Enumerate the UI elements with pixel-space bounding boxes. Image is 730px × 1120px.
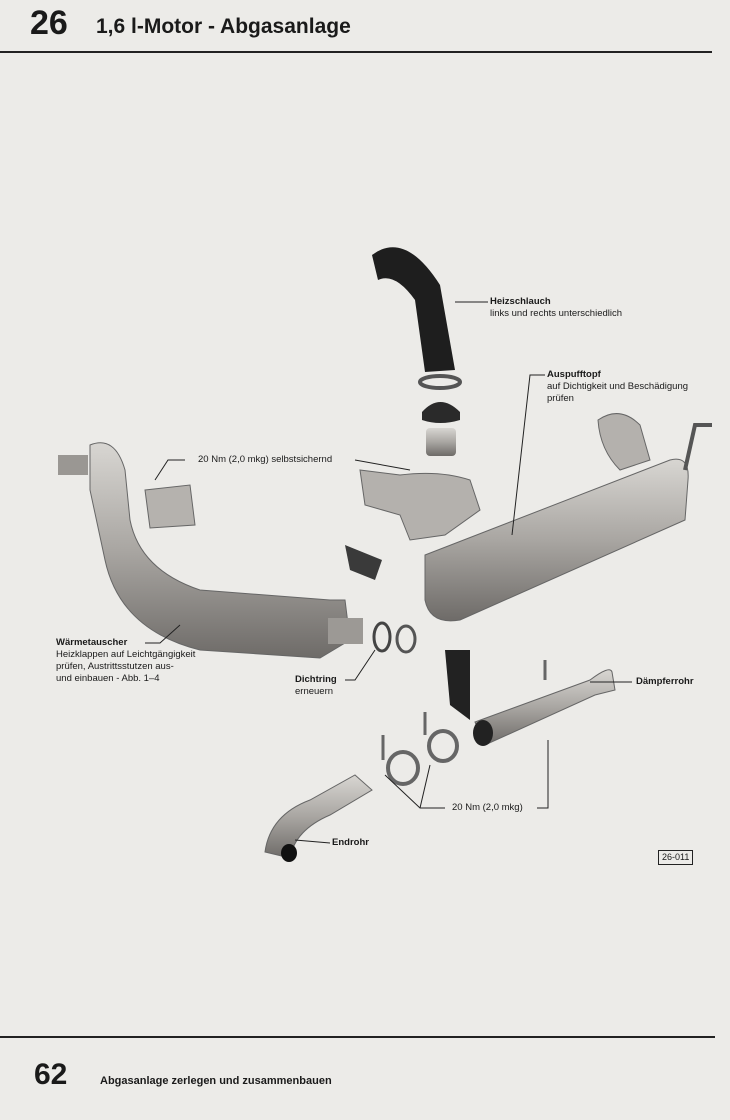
hose-sleeve — [426, 428, 456, 456]
pipe-clamp — [427, 729, 459, 763]
label-title: Dichtring — [295, 674, 337, 685]
label-title: Heizschlauch — [490, 296, 551, 307]
pipe-clamp — [386, 750, 420, 786]
muffler-elbow-right — [597, 413, 651, 471]
header-divider — [0, 51, 712, 53]
exchanger-pipe — [328, 618, 363, 644]
label-note: Heizklappen auf Leichtgängigkeit — [56, 649, 196, 660]
label-daempferrohr: Dämpferrohr — [636, 676, 694, 687]
exchanger-outlet-flange — [144, 484, 196, 529]
figure-id: 26-011 — [658, 850, 694, 865]
label-endrohr: Endrohr — [332, 837, 369, 848]
chapter-number: 26 — [30, 4, 68, 42]
label-note: und einbauen - Abb. 1–4 — [56, 673, 160, 684]
clamp — [395, 624, 417, 654]
damper-pipe — [474, 669, 616, 746]
label-note: auf Dichtigkeit und Beschädigung — [547, 381, 689, 392]
label-title: Wärmetauscher — [56, 637, 128, 648]
exchanger-flange — [58, 455, 88, 475]
heat-exchanger — [89, 442, 351, 659]
bracket — [683, 423, 712, 471]
heater-hose — [372, 247, 455, 372]
muffler — [424, 458, 689, 622]
tail-pipe — [264, 774, 373, 859]
page-title: 1,6 l-Motor - Abgasanlage — [96, 15, 351, 38]
hose-clamp — [418, 374, 462, 390]
footer-divider — [0, 1036, 715, 1038]
leader-lines — [145, 301, 632, 844]
label-title: Auspufftopf — [547, 369, 601, 380]
hose-cone — [422, 402, 460, 423]
label-torque-bottom: 20 Nm (2,0 mkg) — [452, 802, 523, 813]
footer-text: Abgasanlage zerlegen und zusammenbauen — [100, 1075, 332, 1087]
label-note: prüfen, Austrittsstutzen aus- — [56, 661, 174, 672]
page-number: 62 — [34, 1058, 68, 1091]
label-note: links und rechts unterschiedlich — [490, 308, 623, 319]
mount-bracket — [445, 650, 470, 720]
sealing-ring — [372, 621, 392, 653]
label-note: erneuern — [295, 686, 334, 697]
clamp-half — [345, 545, 382, 580]
label-note: prüfen — [547, 393, 574, 404]
muffler-elbow-left — [359, 469, 481, 541]
label-torque-top: 20 Nm (2,0 mkg) selbstsichernd — [198, 454, 333, 465]
